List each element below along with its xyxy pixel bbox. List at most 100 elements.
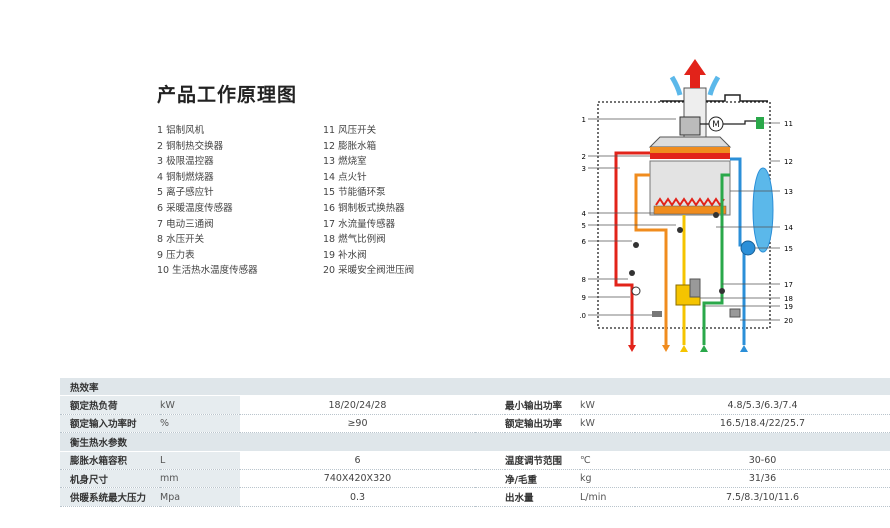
legend-item: 15 节能循环泵 bbox=[323, 187, 386, 199]
spec-label: 额定输出功率 bbox=[505, 414, 580, 434]
hot-water-pipe bbox=[634, 173, 668, 345]
callout-18: 18 bbox=[784, 295, 793, 303]
legend-item: 2 铜制热交换器 bbox=[157, 140, 224, 152]
burner bbox=[653, 205, 727, 215]
table-row: 膨胀水箱容积 L 6 温度调节范围 ℃ 30-60 bbox=[60, 451, 890, 470]
callout-4: 4 bbox=[582, 210, 587, 218]
safety-valve bbox=[729, 308, 741, 318]
plate-heat-exchanger bbox=[689, 278, 701, 298]
spec-value: 16.5/18.4/22/25.7 bbox=[635, 414, 890, 434]
table-row: 机身尺寸 mm 740X420X320 净/毛重 kg 31/36 bbox=[60, 469, 890, 489]
legend-item: 16 铜制板式换热器 bbox=[323, 202, 405, 214]
spec-value: 4.8/5.3/6.3/7.4 bbox=[635, 395, 890, 415]
spec-value: ≥90 bbox=[240, 414, 475, 434]
spec-label: 最小输出功率 bbox=[505, 395, 580, 415]
legend-item: 20 采暖安全阀泄压阀 bbox=[323, 265, 415, 277]
spec-label: 额定热负荷 bbox=[60, 395, 160, 415]
legend-item: 12 膨胀水箱 bbox=[323, 140, 377, 152]
legend-item: 3 极限温控器 bbox=[157, 156, 214, 168]
callout-10: 10 bbox=[580, 312, 586, 320]
callout-1: 1 bbox=[582, 116, 586, 124]
svg-text:M: M bbox=[712, 120, 720, 130]
legend-item: 11 风压开关 bbox=[323, 125, 377, 136]
air-pressure-switch bbox=[756, 117, 764, 129]
callout-12: 12 bbox=[784, 158, 793, 166]
working-principle-diagram: M 1 2 bbox=[580, 59, 793, 352]
spec-unit: kW bbox=[580, 395, 635, 415]
callout-6: 6 bbox=[582, 238, 587, 246]
legend-item: 8 水压开关 bbox=[157, 234, 205, 246]
spec-value: 6 bbox=[240, 451, 475, 470]
legend-item: 19 补水阀 bbox=[323, 249, 367, 261]
spec-unit: Mpa bbox=[160, 487, 240, 507]
heat-exchanger bbox=[650, 147, 730, 153]
table-row: 额定热负荷 kW 18/20/24/28 最小输出功率 kW 4.8/5.3/6… bbox=[60, 395, 890, 415]
callout-14: 14 bbox=[784, 224, 793, 232]
legend-item: 13 燃烧室 bbox=[323, 156, 367, 168]
spec-label: 机身尺寸 bbox=[60, 469, 160, 489]
legend-item: 5 离子感应针 bbox=[157, 187, 214, 199]
fan bbox=[679, 116, 701, 136]
legend-item: 17 水流量传感器 bbox=[323, 218, 396, 230]
table-row: 额定输入功率时 % ≥90 额定输出功率 kW 16.5/18.4/22/25.… bbox=[60, 414, 890, 434]
page-title: 产品工作原理图 bbox=[157, 84, 298, 106]
spec-label: 温度调节范围 bbox=[505, 451, 580, 470]
legend-item: 10 生活热水温度传感器 bbox=[157, 265, 258, 277]
callout-20: 20 bbox=[784, 317, 793, 325]
legend-item: 18 燃气比例阀 bbox=[323, 234, 386, 246]
table-row: 供暖系统最大压力 Mpa 0.3 出水量 L/min 7.5/8.3/10/11… bbox=[60, 487, 890, 507]
callout-5: 5 bbox=[582, 222, 586, 230]
callout-3: 3 bbox=[582, 165, 586, 173]
heating-return-pipe bbox=[730, 157, 746, 345]
spec-label: 膨胀水箱容积 bbox=[60, 451, 160, 470]
cold-water-pipe bbox=[702, 173, 730, 345]
callout-11: 11 bbox=[784, 120, 793, 128]
spec-value: 740X420X320 bbox=[240, 469, 475, 489]
callout-2: 2 bbox=[582, 153, 586, 161]
section-row: 热效率 bbox=[60, 378, 890, 397]
legend-item: 1 铝制风机 bbox=[157, 125, 205, 136]
callout-15: 15 bbox=[784, 245, 793, 253]
burner-flames bbox=[655, 197, 725, 207]
spec-label: 额定输入功率时 bbox=[60, 414, 160, 434]
legend-item: 14 点火针 bbox=[323, 171, 367, 183]
right-callouts: 11 12 13 14 15 17 18 19 20 bbox=[700, 120, 793, 325]
callout-8: 8 bbox=[582, 276, 586, 284]
left-callouts: 1 2 3 4 5 6 8 9 10 bbox=[580, 116, 676, 320]
spec-value: 30-60 bbox=[635, 451, 890, 470]
spec-unit: mm bbox=[160, 469, 240, 489]
spec-label: 净/毛重 bbox=[505, 469, 580, 489]
spec-unit: L bbox=[160, 451, 240, 470]
water-flow-sensor bbox=[719, 288, 725, 294]
section-hot-water: 衡生热水参数 bbox=[60, 432, 890, 452]
section-row: 衡生热水参数 bbox=[60, 432, 890, 452]
legend-right: 11 风压开关 12 膨胀水箱 13 燃烧室 14 点火针 15 节能循环泵 1… bbox=[323, 123, 414, 279]
spec-value: 7.5/8.3/10/11.6 bbox=[635, 487, 890, 507]
spec-unit: kW bbox=[580, 414, 635, 434]
heating-temp-sensor bbox=[633, 242, 639, 248]
spec-unit: % bbox=[160, 414, 240, 434]
legend-item: 6 采暖温度传感器 bbox=[157, 202, 233, 214]
legend-item: 4 铜制燃烧器 bbox=[157, 171, 214, 183]
legend-left: 1 铝制风机 2 铜制热交换器 3 极限温控器 4 铜制燃烧器 5 离子感应针 … bbox=[157, 123, 258, 279]
heating-supply-pipe bbox=[614, 151, 650, 345]
spec-table: 热效率 额定热负荷 kW 18/20/24/28 最小输出功率 kW 4.8/5… bbox=[60, 378, 890, 507]
expansion-tank bbox=[752, 167, 774, 253]
spec-unit: L/min bbox=[580, 487, 635, 507]
spec-unit: kW bbox=[160, 395, 240, 415]
ion-sensor bbox=[677, 227, 683, 233]
circulation-pump bbox=[740, 240, 756, 256]
spec-value: 0.3 bbox=[240, 487, 475, 507]
legend-item: 7 电动三通阀 bbox=[157, 218, 214, 230]
pressure-gauge bbox=[631, 286, 641, 296]
callout-13: 13 bbox=[784, 188, 793, 196]
spec-value: 18/20/24/28 bbox=[240, 395, 475, 415]
spec-value: 31/36 bbox=[635, 469, 890, 489]
spec-label: 供暖系统最大压力 bbox=[60, 487, 160, 507]
exhaust-arrow-icon bbox=[684, 59, 706, 88]
spec-label: 出水量 bbox=[505, 487, 580, 507]
spec-unit: kg bbox=[580, 469, 635, 489]
callout-19: 19 bbox=[784, 303, 793, 311]
dhw-temp-sensor bbox=[652, 311, 662, 317]
air-intake-right-icon bbox=[707, 75, 721, 96]
